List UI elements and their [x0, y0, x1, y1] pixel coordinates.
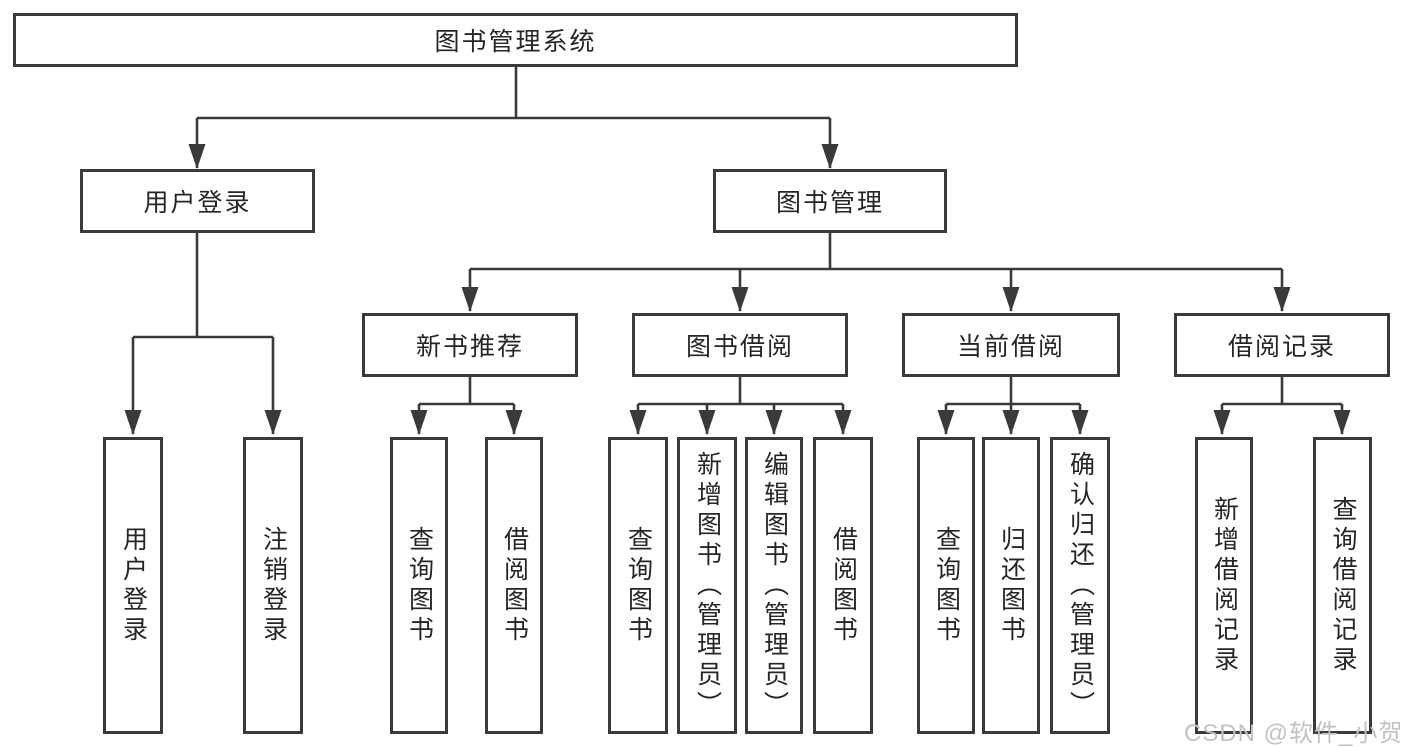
node-add-borrow-record: 新增借阅记录 [1195, 437, 1253, 734]
node-logout-leaf: 注销登录 [243, 437, 303, 734]
node-borrow-records: 借阅记录 [1174, 313, 1390, 377]
node-book-management: 图书管理 [713, 169, 947, 233]
node-user-login-leaf: 用户登录 [103, 437, 163, 734]
node-current-borrow: 当前借阅 [902, 313, 1120, 377]
node-new-book-recommend: 新书推荐 [362, 313, 578, 377]
node-edit-books-admin: 编辑图书（管理员） [745, 437, 803, 734]
node-query-books-borrow: 查询图书 [608, 437, 668, 734]
node-return-books: 归还图书 [982, 437, 1040, 734]
node-query-books-recommend: 查询图书 [390, 437, 448, 734]
node-library-management-system: 图书管理系统 [13, 13, 1018, 67]
node-borrow-books-borrow: 借阅图书 [813, 437, 873, 734]
node-user-login: 用户登录 [80, 169, 315, 233]
node-confirm-return-admin: 确认归还（管理员） [1050, 437, 1110, 734]
node-add-books-admin: 新增图书（管理员） [677, 437, 737, 734]
node-query-books-current: 查询图书 [917, 437, 975, 734]
node-book-borrow: 图书借阅 [632, 313, 848, 377]
csdn-watermark: CSDN @软件_小贺同学 [1184, 720, 1405, 747]
node-query-borrow-record: 查询借阅记录 [1313, 437, 1372, 734]
node-borrow-books-recommend: 借阅图书 [485, 437, 543, 734]
